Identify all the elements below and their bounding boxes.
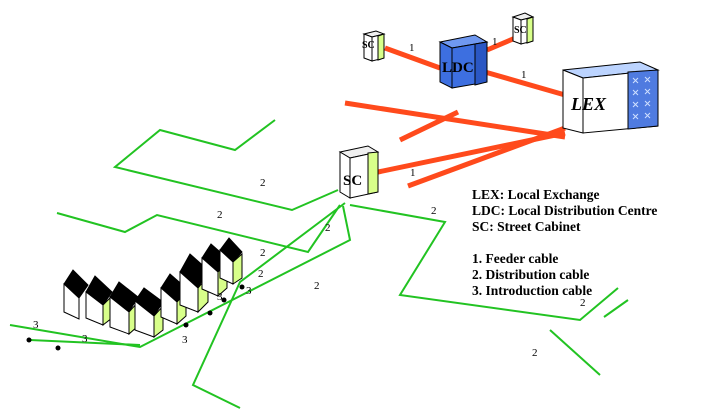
distribution-cable-top [112,119,339,212]
label-distribution-2: 2 [217,209,223,221]
house-6 [179,253,209,314]
distribution-cable-right-tail [603,299,629,318]
local-distribution-centre: LDC [438,34,489,89]
label-introduction-2: 3 [82,333,88,345]
label-distribution-6: 2 [258,268,264,280]
feeder-cable-bundle-3 [407,125,566,189]
feeder-cable-sc-left-ldc [384,45,441,71]
junction-dot [239,284,245,290]
house-4 [134,287,164,339]
street-cabinet-center: SC [338,145,380,199]
label-introduction-1: 3 [33,319,39,331]
lex-label: LEX [570,94,607,114]
sc-top-left-label: SC [362,40,375,51]
legend-feeder-cable: 1. Feeder cable [472,251,559,266]
label-feeder-1: 1 [409,42,415,54]
legend-ldc: LDC: Local Distribution Centre [472,203,658,218]
legend: LEX: Local Exchange LDC: Local Distribut… [472,187,657,299]
ldc-label: LDC [442,60,474,76]
label-distribution-3: 2 [325,222,331,234]
distribution-cable-right [349,204,619,322]
houses [63,237,243,339]
lex-crosses [632,76,651,120]
label-distribution-5: 2 [260,247,266,259]
label-feeder-3: 1 [521,69,527,81]
house-1 [63,269,89,320]
label-distribution-4: 2 [431,205,437,217]
label-feeder-4: 1 [410,167,416,179]
label-distribution-9: 2 [532,347,538,359]
junction-dot [55,345,61,351]
distribution-cable-lower [191,202,346,409]
label-distribution-8: 2 [580,297,586,309]
legend-distribution-cable: 2. Distribution cable [472,267,590,282]
junction-dots [26,284,245,351]
sc-top-right-label: SC [514,25,527,36]
feeder-cable-bundle-2 [398,109,460,143]
label-introduction-5: 3 [246,285,252,297]
feeder-cable-ldc-lex [484,69,566,98]
junction-dot [183,322,189,328]
distribution-cable-right-branch [549,329,601,376]
legend-spacer [472,235,657,251]
distribution-cable-house-row [29,339,141,346]
junction-dot [207,310,213,316]
house-2 [85,275,113,327]
distribution-cable-houses [9,205,352,349]
distribution-cables [9,119,629,409]
house-8 [219,237,243,285]
sc-center-label: SC [343,173,362,189]
legend-lex: LEX: Local Exchange [472,187,600,202]
local-exchange: LEX [562,61,660,134]
distribution-cable-middle [56,204,341,254]
label-introduction-4: 3 [217,291,223,303]
label-feeder-2: 1 [492,36,498,48]
junction-dot [26,337,32,343]
house-3 [109,281,139,336]
street-cabinet-top-left: SC [362,30,386,62]
feeder-cable-bundle-1 [344,100,566,140]
junction-dot [221,297,227,303]
legend-sc: SC: Street Cabinet [472,219,581,234]
feeder-cables [344,33,566,189]
legend-introduction-cable: 3. Introduction cable [472,283,593,298]
label-distribution-7: 2 [314,280,320,292]
cable-labels: 1 1 1 1 2 2 2 2 2 2 2 2 2 3 3 3 3 3 [33,36,586,359]
street-cabinet-top-right: SC [511,12,535,45]
label-distribution-1: 2 [260,177,266,189]
label-introduction-3: 3 [182,334,188,346]
